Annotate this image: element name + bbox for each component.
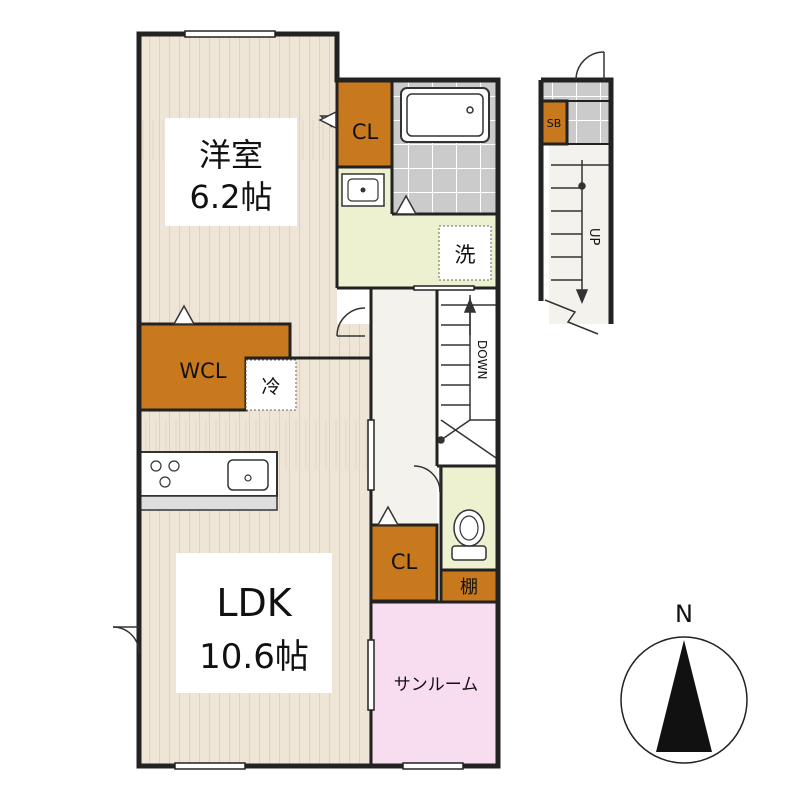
shoe-box-label: SB: [547, 117, 562, 130]
fridge-space: [245, 359, 297, 411]
kitchen-backsplash: [138, 495, 278, 511]
walk-in-closet-label: WCL: [179, 359, 226, 383]
sunroom-label: サンルーム: [394, 675, 479, 695]
closet-mid-label: CL: [391, 550, 418, 574]
closet-top-label: CL: [352, 120, 379, 144]
hallway-floor: [371, 288, 437, 538]
compass-needle-icon: [656, 640, 712, 752]
washer-space: [438, 225, 492, 281]
toilet-fixture: [451, 509, 487, 561]
shelf-label: 棚: [460, 577, 478, 598]
sunroom-floor: [371, 602, 498, 766]
compass-north-label: N: [675, 600, 693, 628]
bathtub-drain: [466, 106, 474, 114]
stove-burners: [150, 460, 180, 488]
ldk-room-name: LDK: [216, 581, 292, 625]
ldk-room-size: 10.6帖: [199, 637, 309, 677]
fixtures: [138, 87, 490, 561]
storage: [137, 78, 569, 604]
shelf-block: [439, 568, 500, 604]
windows: [174, 30, 475, 770]
stairs-down: [437, 295, 500, 461]
fridge-label: 冷: [261, 376, 280, 398]
bathtub-inner: [406, 93, 484, 137]
washer-label: 洗: [455, 243, 476, 267]
door-markers: [172, 110, 418, 526]
compass: N: [620, 600, 748, 764]
stairs-down-label: DOWN: [475, 340, 489, 380]
stairs-up: [544, 160, 611, 335]
room-labels: 洋室 6.2帖 LDK 10.6帖 CL WCL 冷 洗 CL 棚 サンルーム …: [165, 117, 561, 695]
ldk-label-bg: [176, 553, 332, 693]
western-room-size: 6.2帖: [190, 178, 273, 216]
western-label-bg: [165, 118, 297, 226]
western-room-name: 洋室: [199, 136, 263, 174]
stairs-up-label: UP: [586, 228, 601, 246]
